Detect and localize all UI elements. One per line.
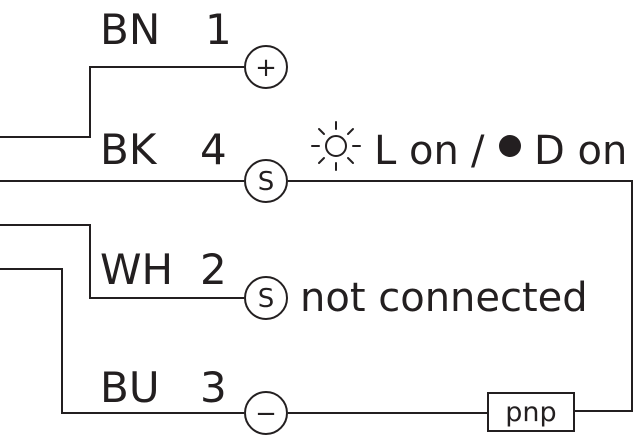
pnp-box bbox=[487, 392, 575, 432]
mode-separator: / bbox=[471, 128, 485, 174]
terminal-2-circle bbox=[244, 276, 288, 320]
terminal-3-circle bbox=[244, 391, 288, 435]
pin-4-number: 4 bbox=[200, 125, 227, 174]
terminal-1-circle bbox=[244, 45, 288, 89]
pin-2-number: 2 bbox=[200, 245, 227, 294]
not-connected-label: not connected bbox=[300, 275, 588, 321]
light-on-label: L on bbox=[374, 128, 459, 174]
sun-icon bbox=[311, 121, 361, 171]
terminal-4-circle bbox=[244, 159, 288, 203]
pin-3-number: 3 bbox=[200, 363, 227, 412]
pin-2-color: WH bbox=[100, 245, 173, 294]
filled-dot-icon bbox=[499, 135, 521, 157]
wire-bk bbox=[0, 180, 633, 412]
minus-icon: − bbox=[255, 399, 277, 429]
plus-icon: + bbox=[255, 53, 277, 83]
pin-3-color: BU bbox=[100, 363, 160, 412]
pin-1-color: BN bbox=[100, 5, 160, 54]
switch-input-icon: S bbox=[258, 284, 275, 314]
pin-1-number: 1 bbox=[205, 5, 232, 54]
dark-on-label: D on bbox=[534, 128, 627, 174]
wire-wh bbox=[0, 224, 244, 299]
pin-4-color: BK bbox=[100, 125, 158, 174]
pnp-label: pnp bbox=[505, 397, 556, 428]
switch-output-icon: S bbox=[258, 167, 275, 197]
wire-bn bbox=[0, 66, 244, 138]
wire-bu bbox=[0, 268, 488, 414]
